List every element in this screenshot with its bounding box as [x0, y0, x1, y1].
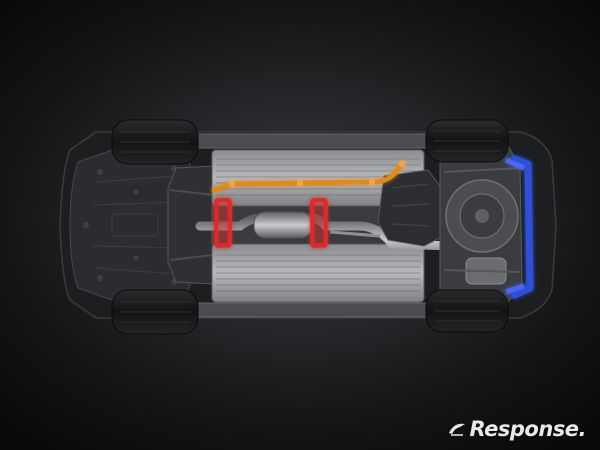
watermark-text: Response. [469, 417, 587, 441]
front-undercover [69, 149, 199, 301]
front-performance-brace [211, 160, 406, 193]
fuel-tank [377, 169, 441, 247]
side-sill-lower [195, 302, 433, 318]
center-performance-braces [214, 198, 328, 248]
rear-performance-brace [504, 154, 534, 300]
center-brace-front [214, 198, 232, 248]
undercover-ribs [91, 175, 183, 275]
response-watermark: Response. [446, 417, 587, 441]
side-sill-upper [195, 133, 433, 149]
tire-treads [120, 130, 500, 323]
center-brace-rear [310, 198, 328, 248]
response-swoosh-icon [446, 418, 468, 440]
catalytic-converter [253, 211, 313, 239]
